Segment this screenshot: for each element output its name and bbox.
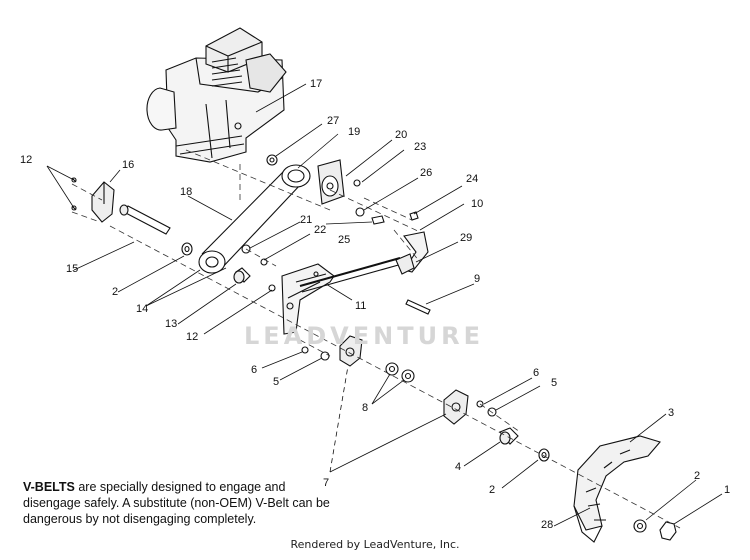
callout-2-left: 2 (112, 286, 119, 298)
callout-13: 13 (165, 318, 178, 330)
bolts (371, 211, 419, 225)
callout-12-bottom: 12 (186, 331, 199, 343)
drive-pulley (317, 159, 345, 205)
belt-guard (91, 181, 115, 223)
alignment-lines (71, 149, 681, 529)
callout-2-center: 2 (489, 484, 496, 496)
callout-11: 11 (355, 300, 367, 312)
drive-shaft (299, 257, 403, 293)
spacer (499, 427, 519, 445)
leader-7-dashed (329, 365, 349, 473)
callout-1: 1 (724, 484, 731, 496)
callout-7: 7 (323, 477, 330, 489)
bracket-plate (281, 263, 335, 335)
watermark: LEADVENTURE (244, 322, 484, 350)
callout-19: 19 (348, 126, 361, 138)
callout-5-right: 5 (551, 377, 558, 389)
callout-8: 8 (362, 402, 369, 414)
callout-29: 29 (460, 232, 473, 244)
engine (146, 27, 287, 163)
callout-3: 3 (668, 407, 675, 419)
callout-16: 16 (122, 159, 135, 171)
callout-12-top: 12 (20, 154, 33, 166)
tine-and-guard (573, 435, 661, 543)
bushing (233, 267, 251, 284)
callout-6-right: 6 (533, 367, 540, 379)
callout-22: 22 (314, 224, 327, 236)
notice-bold: V-BELTS (23, 480, 75, 494)
callout-26: 26 (420, 167, 433, 179)
callout-21: 21 (300, 214, 313, 226)
callout-20: 20 (395, 129, 408, 141)
v-belt (198, 164, 311, 274)
callout-25: 25 (338, 234, 351, 246)
callout-23: 23 (414, 141, 427, 153)
leader-lines (46, 83, 723, 527)
pin (405, 299, 431, 315)
callout-17: 17 (310, 78, 323, 90)
notice-text: are specially designed to engage and dis… (23, 480, 330, 526)
footer-credit: Rendered by LeadVenture, Inc. (290, 538, 460, 551)
callout-2-right: 2 (694, 470, 701, 482)
axle-bolt (119, 204, 171, 235)
callout-28: 28 (541, 519, 554, 531)
callout-9: 9 (474, 273, 481, 285)
v-belt-notice: V-BELTS are specially designed to engage… (23, 479, 333, 527)
callout-24: 24 (466, 173, 479, 185)
callout-18: 18 (180, 186, 193, 198)
control-lever (395, 231, 429, 275)
callout-10: 10 (471, 198, 484, 210)
bearing-flange-upper (339, 335, 363, 367)
callout-14: 14 (136, 303, 149, 315)
callout-4: 4 (455, 461, 462, 473)
callout-27: 27 (327, 115, 340, 127)
bearing-flange-lower (443, 389, 469, 425)
callout-15: 15 (66, 263, 79, 275)
callout-5-left: 5 (273, 376, 280, 388)
callout-6-left: 6 (251, 364, 258, 376)
